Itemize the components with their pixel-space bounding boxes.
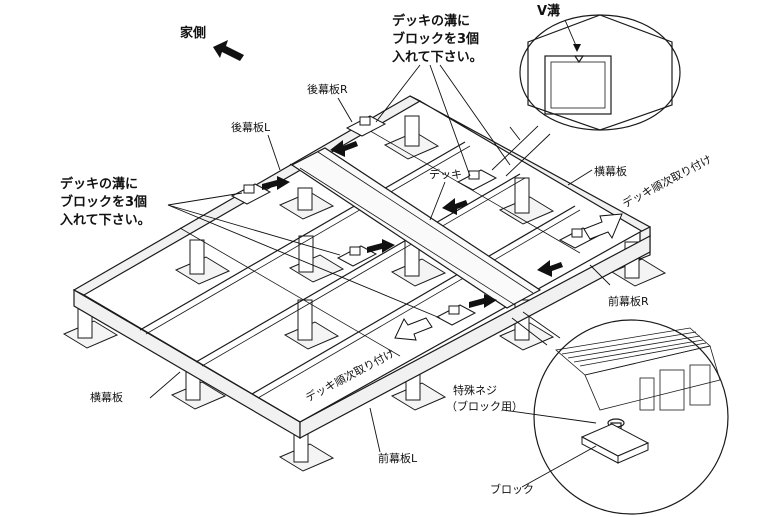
block-insert-arrow bbox=[537, 260, 563, 277]
deck-label: デッキ bbox=[429, 167, 462, 181]
deck-order-arrow bbox=[583, 213, 623, 240]
arrows bbox=[213, 40, 623, 341]
block-insert-arrow bbox=[469, 294, 497, 308]
side-panel-right-label: 横幕板 bbox=[594, 164, 627, 178]
post bbox=[283, 299, 340, 350]
leader-lines bbox=[149, 64, 611, 488]
house-direction-arrow bbox=[213, 40, 244, 61]
deck-frame bbox=[72, 95, 651, 440]
block-part bbox=[456, 169, 498, 191]
front-panel-r-label: 前幕板R bbox=[608, 294, 649, 308]
post bbox=[498, 177, 555, 225]
block-insert-arrow bbox=[367, 239, 395, 253]
block-note-left-line3: 入れて下さい。 bbox=[60, 213, 151, 228]
support-posts bbox=[62, 115, 667, 472]
special-screw-label: 特殊ネジ bbox=[453, 383, 497, 397]
front-panel-l-label: 前幕板L bbox=[378, 451, 418, 465]
rear-panel-r-label: 後幕板R bbox=[307, 82, 348, 96]
post bbox=[383, 115, 440, 160]
rear-panel-l-label: 後幕板L bbox=[231, 120, 271, 134]
house-side-label: 家側 bbox=[180, 25, 206, 41]
block-insert-arrow bbox=[330, 140, 358, 157]
post bbox=[278, 187, 335, 220]
deck-blocks bbox=[230, 115, 600, 326]
block-part bbox=[336, 245, 378, 267]
block-insert-arrow bbox=[262, 176, 290, 190]
deck-order-arrow bbox=[394, 317, 433, 341]
joist bbox=[251, 205, 581, 399]
block-note-left-line1: デッキの溝に bbox=[60, 176, 138, 192]
block-note-top-line3: 入れて下さい。 bbox=[392, 50, 483, 65]
deck-order-right-label: デッキ順次取り付け bbox=[620, 152, 714, 211]
post bbox=[288, 235, 345, 283]
block-part bbox=[435, 304, 477, 326]
block-label: ブロック bbox=[490, 482, 534, 496]
block-note-top-line1: デッキの溝に bbox=[392, 13, 470, 29]
special-screw-sub-label: （ブロック用） bbox=[446, 399, 523, 413]
screw-block-detail bbox=[509, 126, 729, 515]
block-part bbox=[345, 115, 387, 137]
v-groove-label: V溝 bbox=[537, 3, 560, 19]
block-insert-arrow bbox=[442, 198, 468, 215]
block-part bbox=[230, 183, 272, 205]
deck-board bbox=[290, 147, 542, 309]
side-panel-left-label: 横幕板 bbox=[90, 390, 123, 404]
joist bbox=[139, 141, 471, 335]
block-note-left-line2: ブロックを3個 bbox=[60, 194, 147, 210]
v-groove-detail bbox=[491, 14, 681, 177]
block-note-top-line2: ブロックを3個 bbox=[392, 31, 479, 47]
post bbox=[174, 239, 231, 285]
